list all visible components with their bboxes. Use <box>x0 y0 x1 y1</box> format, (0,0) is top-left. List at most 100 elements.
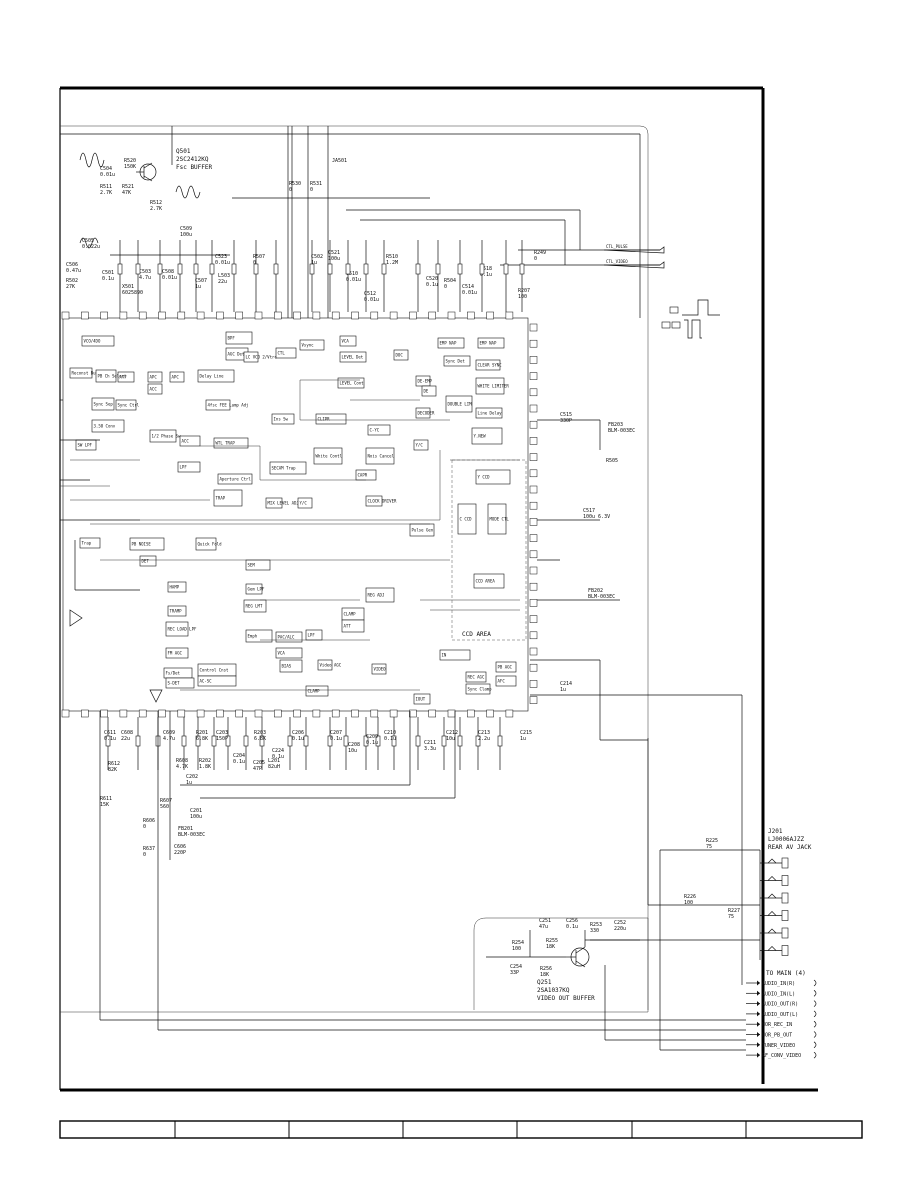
component-value: 0.1u <box>384 736 396 742</box>
ic-pin <box>529 404 538 413</box>
component-value: 330 <box>590 928 599 934</box>
ic-block-label: 1/2 Phase Sw <box>152 434 181 439</box>
component-ref: C508 <box>162 269 174 275</box>
component-ref: C608 <box>121 730 133 736</box>
ic-block-label: VIDEO <box>374 667 387 672</box>
connector-title: TO MAIN (4) <box>766 970 806 977</box>
component-ref: C254 <box>510 964 522 970</box>
component-ref: C204 <box>233 753 245 759</box>
ic-block: CLOCK DRIVER <box>365 495 397 507</box>
jack-socket <box>781 875 789 886</box>
component-value: 0 <box>143 852 146 858</box>
ic-pin <box>529 323 538 332</box>
jack-socket <box>781 927 789 939</box>
component-body <box>457 263 463 275</box>
component-ref: R202 <box>199 758 211 764</box>
component-ref: C205 <box>253 760 265 766</box>
ic-block: Line Delay <box>475 407 503 419</box>
ic-pin <box>119 709 128 718</box>
ic-block: 4fsc FEE Lamp Adj <box>205 399 248 411</box>
component-value: 0.1u <box>566 924 578 930</box>
ic-pin <box>529 356 538 364</box>
ic-block: CLAMP <box>341 607 365 621</box>
ic-pin <box>529 582 538 591</box>
ic-block-label: EMP NAP <box>480 341 497 346</box>
ic-block: ACC <box>179 435 201 447</box>
component-value: 47u <box>539 924 548 930</box>
component-value: 0.1u <box>102 276 114 282</box>
ic-block-label: Emph <box>248 634 258 639</box>
component-value: 0 <box>310 187 313 193</box>
component-ref: C202 <box>186 774 198 780</box>
ic-block: CTL <box>275 347 297 359</box>
ic-block: 1/2 Phase Sw <box>149 429 181 443</box>
ic-block: LC VCO 2/Vtrc <box>243 351 277 363</box>
ic-block: FM AGC <box>165 647 189 659</box>
ic-block: LPF <box>305 629 323 641</box>
ic-block-label: CLAMP <box>308 689 321 694</box>
ic-block: DE <box>421 385 437 397</box>
component-ref: C517 <box>583 508 595 514</box>
component-ref: L201 <box>268 758 280 764</box>
connector-terminal <box>813 1031 817 1038</box>
component-ref: C212 <box>446 730 458 736</box>
component-value: 22u <box>121 736 130 742</box>
jack-contact <box>767 911 777 916</box>
component-ref: R507 <box>253 254 265 260</box>
component-body <box>381 263 387 275</box>
waveform-sine-1 <box>79 152 105 168</box>
ic-block-label: IN <box>442 653 447 658</box>
ic-block: Video AGC <box>317 659 342 671</box>
ic-block-label: ATF <box>120 375 128 380</box>
component-body <box>135 263 141 275</box>
connector-arrow <box>757 1032 760 1037</box>
ic-block: Control Cnst <box>197 663 237 677</box>
ic-block-label: PB AGC <box>498 665 513 670</box>
ic-pin <box>529 372 538 380</box>
ic-block: S-DET <box>165 677 195 689</box>
svg-text:CTL_VIDEO: CTL_VIDEO <box>606 259 628 264</box>
component-value: BLM-003EC <box>588 594 615 600</box>
signal-arrow-ctl-video: CTL_VIDEO <box>603 259 665 269</box>
ic-pin <box>486 311 494 320</box>
component-ref: R531 <box>310 181 322 187</box>
ic-block: Y.NEW <box>471 427 503 445</box>
component-ref: C521 <box>328 250 340 256</box>
ic-block-label: IOUT <box>416 697 426 702</box>
component-ref: C203 <box>216 730 228 736</box>
title-strip <box>59 1120 863 1139</box>
ic-block-label: Line Delay <box>478 411 503 416</box>
component-ref: R255 <box>546 938 558 944</box>
ic-block: CAPR <box>355 469 377 481</box>
ic-pin <box>312 709 321 718</box>
ic-block-label: Quick Fold <box>198 542 223 547</box>
ic-block-label: Fs/Det <box>166 671 181 676</box>
component-ref: R505 <box>606 458 618 464</box>
q251-part: 2SA1037KQ <box>537 987 570 994</box>
connector-pin-label: RF_CONV_VIDEO <box>762 1053 801 1059</box>
component-ref: C208 <box>348 742 360 748</box>
ic-block-label: AC-SC <box>200 679 213 684</box>
bottom-wiring: C6110.1uC60822uC6094.7uR61282KR61115KR60… <box>99 659 760 1051</box>
ic-block-label: SW LPF <box>78 443 93 448</box>
ic-block: AC-SC <box>197 675 237 687</box>
component-ref: R530 <box>289 181 301 187</box>
ic-block: Y CCD <box>475 469 511 485</box>
ic-block-label: C CCD <box>460 517 473 522</box>
ic-block: Emph <box>245 629 273 643</box>
ic-pin <box>196 311 205 320</box>
connector-arrow <box>757 1011 760 1017</box>
ic-pin <box>529 615 538 623</box>
ic-pin <box>61 311 70 320</box>
ic-block: LEVEL Det <box>339 351 367 363</box>
component-ref: R512 <box>150 200 162 206</box>
component-ref: R207 <box>518 288 530 294</box>
component-ref: R253 <box>590 922 602 928</box>
ic-block-label: REG ADJ <box>368 593 385 598</box>
component-body <box>441 735 447 747</box>
ic-block: C CCD <box>457 503 477 535</box>
bottom-component-labels: C6110.1uC60822uC6094.7uR61282KR61115KR60… <box>100 730 532 858</box>
ic-block: EMP NAP <box>477 337 505 349</box>
ic-block: PB AGC <box>495 661 517 673</box>
